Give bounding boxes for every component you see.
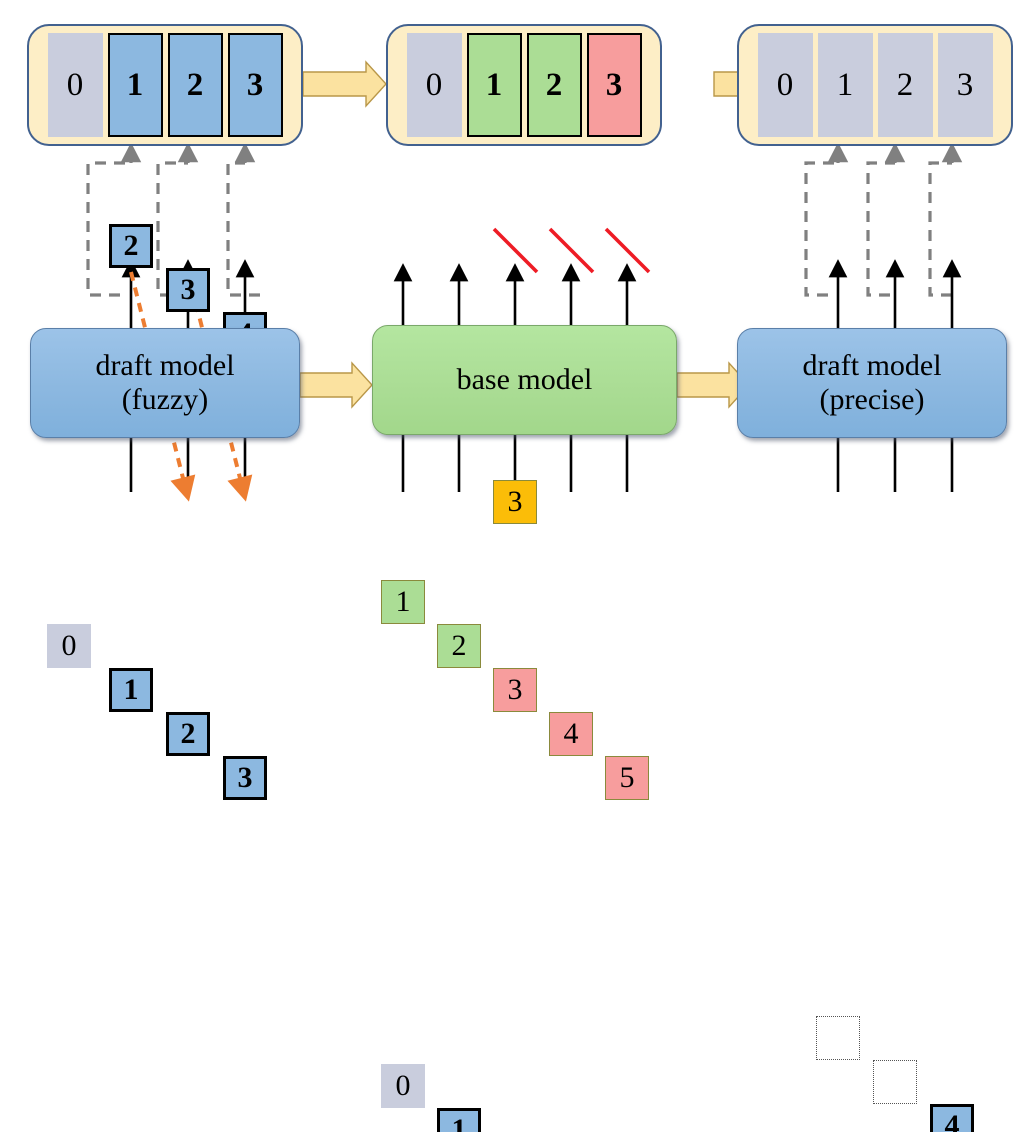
- input-model-lines-left: [129, 437, 247, 492]
- input-token: 0: [47, 624, 91, 668]
- flow-arrow-top-left-to-middle: [302, 60, 387, 108]
- sequence-cell: 1: [817, 33, 873, 137]
- rejection-strikes-middle-tokens: [492, 227, 651, 274]
- sequence-cell: 1: [107, 33, 163, 137]
- sequence-cell: 2: [877, 33, 933, 137]
- draft-output-token: 4: [930, 1104, 974, 1132]
- draft-output-placeholder: [816, 1016, 860, 1060]
- draft-output-placeholder: [873, 1060, 917, 1104]
- sequence-panel-right: 0 1 2 3: [737, 24, 1013, 146]
- draft-model-precise: draft model (precise): [737, 328, 1007, 438]
- input-token: 0: [381, 1064, 425, 1108]
- flow-arrow-model-left-to-base: [299, 361, 373, 409]
- input-model-lines-right: [836, 437, 954, 492]
- base-output-token-accepted: 2: [437, 624, 481, 668]
- draft-output-token: 3: [166, 268, 210, 312]
- sequence-cell-accepted: 1: [466, 33, 522, 137]
- base-output-token-accepted: 1: [381, 580, 425, 624]
- base-output-token-rejected: 4: [549, 712, 593, 756]
- sequence-cell: 3: [227, 33, 283, 137]
- draft-output-token: 2: [109, 224, 153, 268]
- model-label-line2: (precise): [819, 383, 925, 416]
- sequence-cell-accepted: 2: [526, 33, 582, 137]
- input-token: 2: [166, 712, 210, 756]
- sequence-cell: 0: [757, 33, 813, 137]
- diagram-canvas: 0 1 2 3 0 1 2 3 0 1 2 3: [27, 24, 1013, 1132]
- base-model: base model: [372, 325, 677, 435]
- base-output-token-rejected: 5: [605, 756, 649, 800]
- model-label-line1: draft model: [95, 349, 235, 383]
- model-label-line2: (fuzzy): [121, 383, 209, 416]
- draft-model-fuzzy: draft model (fuzzy): [30, 328, 300, 438]
- corrected-token: 3: [493, 480, 537, 524]
- input-token: 1: [109, 668, 153, 712]
- sequence-cell: 0: [406, 33, 462, 137]
- sequence-panel-left: 0 1 2 3: [27, 24, 303, 146]
- base-output-token-rejected: 3: [493, 668, 537, 712]
- sequence-panel-middle: 0 1 2 3: [386, 24, 662, 146]
- recycle-arrowheads-right: [827, 142, 963, 163]
- input-token: 3: [223, 756, 267, 800]
- sequence-cell: 0: [47, 33, 103, 137]
- recycle-connectors-right: [804, 161, 952, 297]
- sequence-cell: 3: [937, 33, 993, 137]
- model-label-line1: draft model: [802, 349, 942, 383]
- sequence-cell: 2: [167, 33, 223, 137]
- model-label-line1: base model: [456, 363, 593, 397]
- model-output-arrows-right: [828, 259, 962, 328]
- sequence-cell-rejected: 3: [586, 33, 642, 137]
- model-output-arrows-middle: [393, 263, 637, 325]
- input-token: 1: [437, 1108, 481, 1132]
- recycle-arrowheads-left: [120, 142, 256, 163]
